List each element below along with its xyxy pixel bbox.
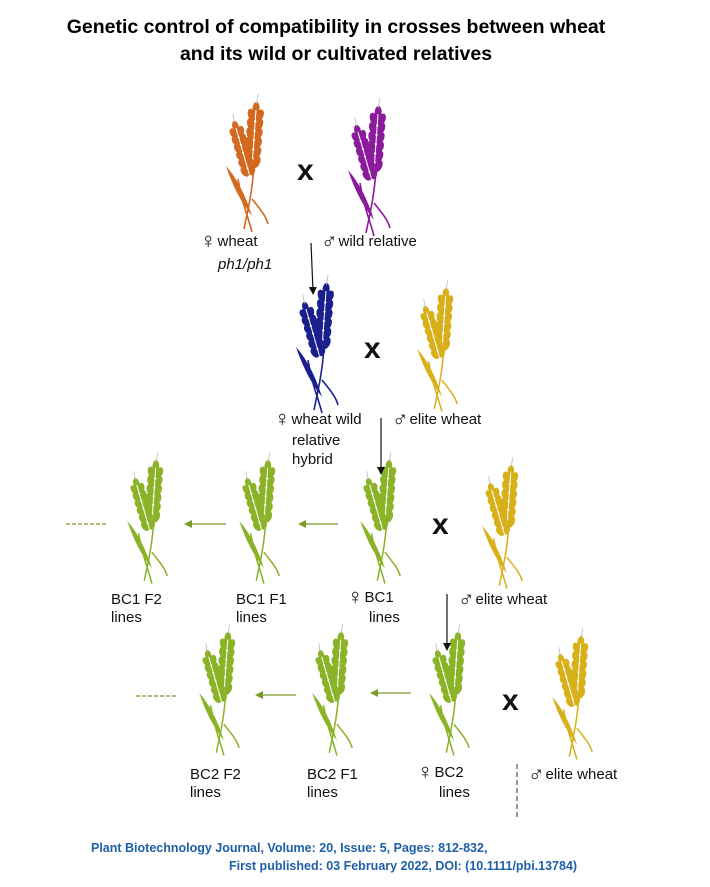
hybrid-female-name-line3: hybrid	[292, 451, 333, 468]
bc1-female-name-line1: BC1	[364, 589, 394, 606]
bc1-f1-label-line2: lines	[236, 609, 267, 626]
plant-bc2-f2	[199, 624, 240, 756]
parent-male-name: wild relative	[338, 233, 417, 250]
bc2-female-name-line2: lines	[439, 784, 470, 801]
citation-line-1: Plant Biotechnology Journal, Volume: 20,…	[91, 841, 488, 855]
citation-line-2: First published: 03 February 2022, DOI: …	[229, 859, 578, 873]
female-symbol-icon: ♀	[417, 759, 434, 784]
bc2-female-name-line1: BC2	[434, 764, 464, 781]
hybrid-male-label: ♂elite wheat	[392, 406, 482, 431]
title-line-1: Genetic control of compatibility in cros…	[66, 16, 606, 38]
bc1-male-label: ♂elite wheat	[458, 586, 548, 611]
plant-wheat-parent	[226, 94, 269, 233]
plant-elite-wheat-1	[417, 280, 458, 412]
arrow-parents-to-hybrid	[308, 242, 317, 295]
bc1-f1-label-line1: BC1 F1	[236, 591, 287, 608]
bc2-male-label: ♂elite wheat	[528, 761, 618, 786]
parent-female-label: ♀wheat	[200, 228, 258, 253]
female-symbol-icon: ♀	[274, 406, 291, 431]
title-line-2: and its wild or cultivated relatives	[179, 43, 493, 65]
plant-wild-relative	[348, 98, 391, 237]
plant-bc2	[429, 624, 470, 756]
bc2-f1-label-line2: lines	[307, 784, 338, 801]
hybrid-male-name: elite wheat	[409, 411, 482, 428]
parent-male-label: ♂wild relative	[321, 228, 417, 253]
plant-elite-wheat-2	[482, 457, 523, 589]
bc2-f2-label-line1: BC2 F2	[190, 766, 241, 783]
plant-elite-wheat-3	[552, 628, 593, 760]
cross-symbol-bc2: x	[502, 684, 519, 717]
bc1-f2-label-line1: BC1 F2	[111, 591, 162, 608]
plant-bc1-f1	[239, 452, 280, 584]
parent-female-name: wheat	[217, 233, 258, 250]
cross-symbol-parents: x	[297, 154, 314, 187]
plant-bc1	[360, 452, 401, 584]
cross-symbol-hybrid: x	[364, 332, 381, 365]
female-symbol-icon: ♀	[200, 228, 217, 253]
hybrid-female-name-line1: wheat wild	[291, 411, 362, 428]
parent-female-genotype: ph1/ph1	[218, 256, 273, 273]
hybrid-female-name-line2: relative	[292, 432, 341, 449]
wheat-plants-layer	[127, 94, 593, 760]
plant-bc2-f1	[312, 624, 353, 756]
male-symbol-icon: ♂	[392, 406, 409, 431]
male-symbol-icon: ♂	[321, 228, 338, 253]
bc2-f2-label-line2: lines	[190, 784, 221, 801]
bc1-female-label: ♀BC1	[347, 584, 394, 609]
female-symbol-icon: ♀	[347, 584, 364, 609]
bc1-f2-label-line2: lines	[111, 609, 142, 626]
bc1-male-name: elite wheat	[475, 591, 548, 608]
bc2-f1-label-line1: BC2 F1	[307, 766, 358, 783]
hybrid-female-label: ♀wheat wild	[274, 406, 362, 431]
plant-bc1-f2	[127, 452, 168, 584]
bc2-female-label: ♀BC2	[417, 759, 464, 784]
male-symbol-icon: ♂	[528, 761, 545, 786]
diagram-title: Genetic control of compatibility in cros…	[0, 14, 672, 68]
cross-symbol-bc1: x	[432, 508, 449, 541]
bc2-male-name: elite wheat	[545, 766, 618, 783]
plant-hybrid	[296, 275, 339, 414]
bc1-female-name-line2: lines	[369, 609, 400, 626]
male-symbol-icon: ♂	[458, 586, 475, 611]
